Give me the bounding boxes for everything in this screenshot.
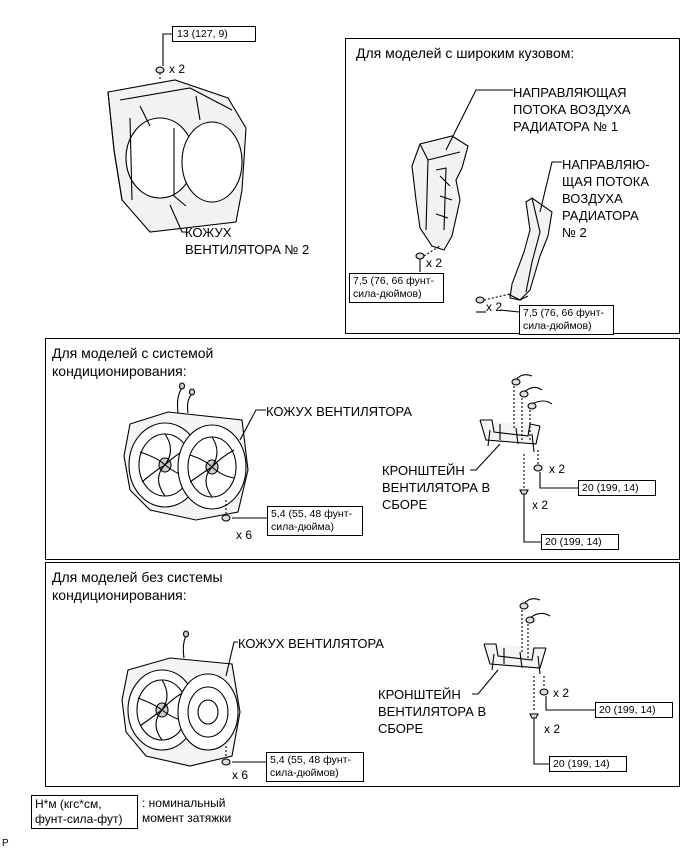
with-ac-bolt-torque-spec: 20 (199, 14) [541,534,619,550]
air-guide-2-torque-spec: 7,5 (76, 66 фунт- сила-дюймов) [519,305,614,335]
wide-body-panel [345,38,680,334]
with-ac-fan-torque-spec: 5,4 (55, 48 фунт- сила-дюйма) [267,506,363,536]
with-ac-nut-qty: x 2 [549,462,566,476]
shroud2-torque-spec: 13 (127, 9) [172,26,256,42]
air-guide-1-torque-spec: 7,5 (76, 66 фунт- сила-дюймов) [349,273,444,303]
without-ac-panel [45,562,680,787]
with-ac-title: Для моделей с системой кондиционирования… [52,345,214,379]
air-guide-2-bolt-qty: x 2 [486,300,503,314]
without-ac-shroud-label: КОЖУХ ВЕНТИЛЯТОРА [238,636,384,651]
without-ac-nut-torque-spec: 20 (199, 14) [595,702,673,718]
without-ac-nut-qty: x 2 [553,686,570,700]
legend-unit-box: Н*м (кгс*см, фунт-сила-фут) [31,795,138,829]
with-ac-fan-bolt-qty: x 6 [236,528,253,542]
air-guide-1-label: НАПРАВЛЯЮЩАЯ ПОТОКА ВОЗДУХА РАДИАТОРА № … [513,85,631,134]
footer-mark: P [2,838,9,849]
without-ac-bolt-torque-spec: 20 (199, 14) [549,756,627,772]
legend-description: : номинальный момент затяжки [142,796,232,825]
shroud2-label: КОЖУХ ВЕНТИЛЯТОРА № 2 [185,225,310,257]
with-ac-panel [45,338,680,560]
without-ac-fan-torque-spec: 5,4 (55, 48 фунт- сила-дюймов) [266,752,364,782]
shroud2-bolt-qty: x 2 [169,62,186,76]
without-ac-bolt-qty: x 2 [544,722,561,736]
air-guide-1-bolt-qty: x 2 [426,256,443,270]
air-guide-2-label: НАПРАВЛЯЮ- ЩАЯ ПОТОКА ВОЗДУХА РАДИАТОРА … [562,157,650,240]
with-ac-shroud-label: КОЖУХ ВЕНТИЛЯТОРА [266,404,412,419]
wide-body-title: Для моделей с широким кузовом: [356,45,575,61]
with-ac-bracket-label: КРОНШТЕЙН ВЕНТИЛЯТОРА В СБОРЕ [382,463,491,512]
without-ac-title: Для моделей без системы кондиционировани… [52,569,223,603]
with-ac-nut-torque-spec: 20 (199, 14) [578,480,656,496]
with-ac-bolt-qty: x 2 [532,498,549,512]
without-ac-fan-bolt-qty: x 6 [232,768,249,782]
without-ac-bracket-label: КРОНШТЕЙН ВЕНТИЛЯТОРА В СБОРЕ [378,687,487,736]
